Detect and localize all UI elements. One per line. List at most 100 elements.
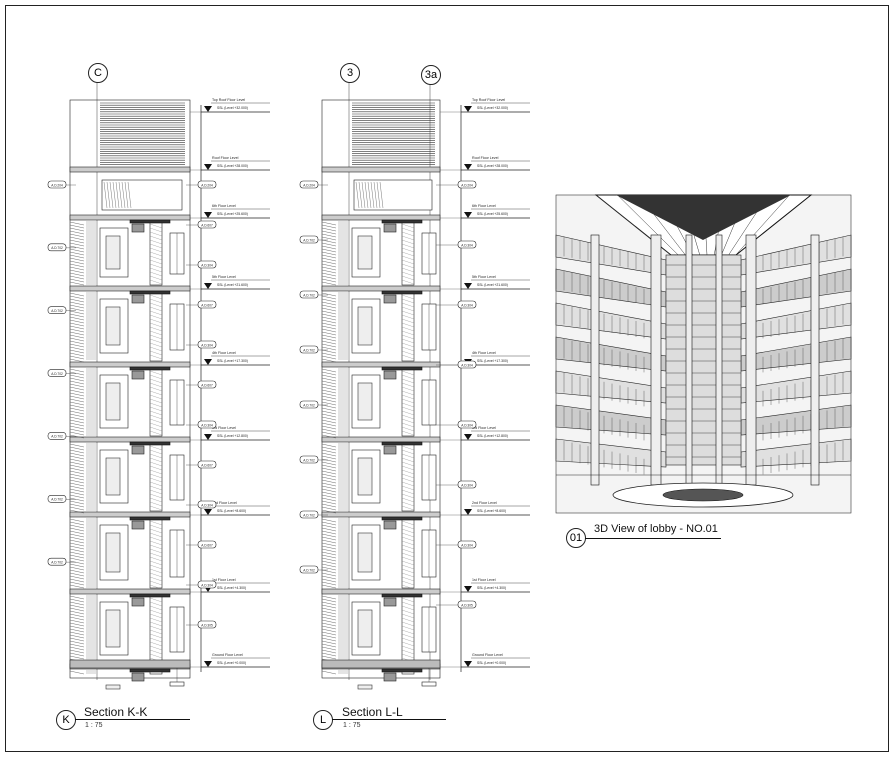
wall-hatch	[321, 616, 337, 621]
shaft-hatch	[149, 418, 163, 424]
wall-hatch	[69, 425, 85, 430]
wall-hatch	[321, 407, 337, 412]
shaft-hatch	[401, 275, 415, 281]
shaft-hatch	[149, 251, 163, 257]
beam-dark	[381, 516, 423, 521]
wall-hatch	[321, 637, 337, 642]
wall-hatch	[321, 500, 337, 505]
floor-slab	[321, 214, 441, 221]
wall-hatch	[321, 227, 337, 232]
wall-hatch	[69, 343, 85, 348]
view-title: 3D View of lobby - NO.01	[594, 523, 718, 535]
shaft-hatch	[401, 453, 415, 459]
wall-hatch	[321, 377, 337, 382]
wall-hatch	[69, 416, 85, 421]
shaft-hatch	[149, 625, 163, 631]
wall-hatch	[321, 224, 337, 229]
shaft-hatch	[401, 223, 415, 229]
shaft-hatch	[149, 406, 163, 412]
beam-dark	[381, 593, 423, 598]
callout-tag	[299, 180, 319, 189]
wall-hatch	[321, 352, 337, 357]
wall-hatch	[321, 422, 337, 427]
floor-slab	[321, 361, 441, 368]
callout-tag-label: A.D.304	[201, 423, 213, 427]
door	[357, 457, 373, 496]
wall-hatch	[321, 386, 337, 391]
wall-hatch	[69, 649, 85, 654]
wall-hatch	[69, 652, 85, 657]
wall-hatch	[69, 322, 85, 327]
wall-hatch	[321, 398, 337, 403]
wall-hatch	[321, 428, 337, 433]
wall-hatch	[69, 560, 85, 565]
wall-hatch	[321, 319, 337, 324]
level-name: 6th Floor Level	[472, 204, 496, 208]
wall-hatch	[69, 584, 85, 589]
beam-dark	[129, 593, 171, 598]
level-elevation: SSL (Level +0.000)	[217, 661, 246, 665]
callout-tag	[47, 432, 67, 440]
shaft-hatch	[401, 449, 415, 455]
wall-hatch	[321, 389, 337, 394]
shaft-hatch	[149, 449, 163, 455]
level-name: 1st Floor Level	[212, 578, 236, 582]
callout-tag-label: A.D.702	[303, 513, 315, 517]
wall-hatch	[321, 401, 337, 406]
shaft-hatch	[401, 235, 415, 241]
wall-hatch	[69, 482, 85, 487]
wall-hatch	[321, 476, 337, 481]
level-name: Ground Floor Level	[212, 653, 243, 657]
level-elevation: SSL (Level +28.000)	[477, 164, 508, 168]
shaft-hatch	[149, 501, 163, 507]
wall-hatch	[69, 506, 85, 511]
shaft-hatch	[149, 275, 163, 281]
shaft-hatch	[149, 641, 163, 647]
wall-hatch	[69, 491, 85, 496]
callout-tag	[197, 420, 217, 429]
shaft-hatch	[401, 243, 415, 249]
wall-hatch	[69, 349, 85, 354]
callout-tag-label: A.D.204	[461, 183, 473, 187]
shaft-hatch	[149, 370, 163, 376]
beam	[383, 370, 397, 380]
shaft-hatch	[401, 306, 415, 312]
shaft-hatch	[149, 556, 163, 562]
beam-dark	[129, 516, 171, 521]
wall-hatch	[321, 670, 337, 675]
shaft-hatch	[401, 621, 415, 627]
shaft-hatch	[401, 520, 415, 526]
shaft-hatch	[149, 485, 163, 491]
wall-hatch	[69, 545, 85, 550]
shaft-hatch	[401, 633, 415, 639]
stipple	[355, 181, 360, 209]
callout-tag	[47, 494, 67, 503]
wall-hatch	[321, 431, 337, 436]
shaft	[149, 292, 163, 362]
shaft-hatch	[149, 473, 163, 479]
wall-hatch	[69, 601, 85, 606]
level-elevation: SSL (Level +25.600)	[217, 212, 248, 216]
wall-hatch	[69, 509, 85, 514]
wall-hatch	[69, 239, 85, 244]
shaft-hatch	[401, 493, 415, 499]
shaft-hatch	[149, 649, 163, 655]
wall-hatch	[321, 368, 337, 373]
wall-hatch	[69, 346, 85, 351]
shaft-hatch	[401, 481, 415, 487]
wall-hatch	[321, 533, 337, 538]
wall-hatch	[69, 245, 85, 250]
plinth	[69, 659, 191, 669]
callout-tag-label: A.D.304	[201, 503, 213, 507]
wall-hatch	[69, 616, 85, 621]
wall-hatch	[69, 476, 85, 481]
callout-tag	[299, 565, 319, 574]
shaft-hatch	[149, 382, 163, 388]
callout-tag-label: A.D.702	[303, 458, 315, 462]
callout-tag	[47, 369, 67, 377]
stipple	[127, 181, 132, 209]
shaft-hatch	[401, 251, 415, 257]
wall-hatch	[321, 275, 337, 280]
stipple	[367, 181, 372, 209]
wall-hatch	[69, 301, 85, 306]
